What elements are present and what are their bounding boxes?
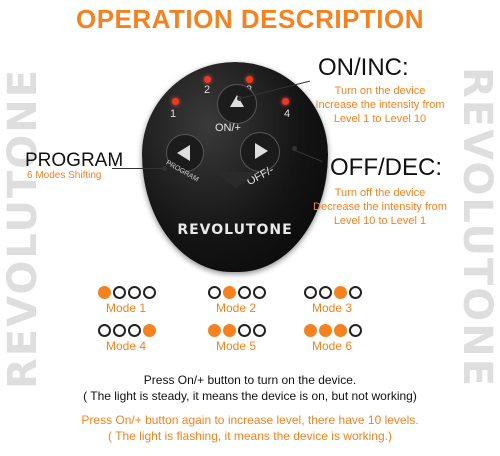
mode-5-label: Mode 5 bbox=[216, 339, 257, 353]
program-callout-dot bbox=[162, 166, 167, 171]
mode-5: Mode 5 bbox=[208, 324, 278, 353]
mode-2-label: Mode 2 bbox=[216, 301, 257, 315]
mode-1-label: Mode 1 bbox=[106, 301, 147, 315]
on-plus-button[interactable] bbox=[217, 84, 257, 124]
mode-6: Mode 6 bbox=[304, 324, 374, 353]
led-indicator-1 bbox=[172, 98, 179, 105]
instruction-line-3: Press On/+ button again to increase leve… bbox=[81, 413, 419, 427]
mode-4-label: Mode 4 bbox=[106, 339, 147, 353]
mode-light-4 bbox=[349, 324, 362, 337]
mode-light-2 bbox=[113, 324, 126, 337]
mode-light-2 bbox=[319, 324, 332, 337]
side-brand-right: REVOLUTONE bbox=[454, 67, 500, 389]
off-minus-button[interactable] bbox=[240, 132, 280, 172]
mode-1: Mode 1 bbox=[98, 286, 168, 315]
mode-light-1 bbox=[208, 324, 221, 337]
off-dec-description: Turn off the device Decrease the intensi… bbox=[300, 186, 460, 228]
mode-3: Mode 3 bbox=[304, 286, 374, 315]
mode-light-3 bbox=[334, 324, 347, 337]
mode-light-3 bbox=[238, 324, 251, 337]
program-callout-line bbox=[112, 168, 164, 169]
instruction-line-1: Press On/+ button to turn on the device. bbox=[143, 373, 357, 387]
mode-light-3 bbox=[128, 286, 141, 299]
mode-light-1 bbox=[304, 324, 317, 337]
off-dec-line-2: Decrease the intensity from bbox=[313, 201, 447, 213]
mode-6-lights bbox=[304, 324, 374, 337]
program-label: PROGRAM bbox=[25, 150, 124, 171]
mode-light-4 bbox=[253, 286, 266, 299]
on-plus-label: ON/+ bbox=[215, 122, 241, 134]
mode-3-lights bbox=[304, 286, 374, 299]
program-button[interactable] bbox=[166, 134, 204, 172]
mode-3-label: Mode 3 bbox=[312, 301, 353, 315]
left-arrow-icon bbox=[177, 145, 190, 161]
led-number-1: 1 bbox=[170, 108, 177, 120]
mode-light-1 bbox=[98, 324, 111, 337]
mode-4-lights bbox=[98, 324, 168, 337]
off-dec-line-3: Level 10 to Level 1 bbox=[333, 215, 427, 227]
instruction-line-4: ( The light is flashing, it means the de… bbox=[108, 429, 392, 443]
off-dec-line-1: Turn off the device bbox=[334, 187, 426, 199]
mode-light-3 bbox=[334, 286, 347, 299]
on-inc-description: Turn on the device Increase the intensit… bbox=[300, 84, 460, 126]
right-arrow-icon bbox=[255, 143, 268, 159]
mode-light-1 bbox=[98, 286, 111, 299]
mode-light-4 bbox=[143, 286, 156, 299]
mode-light-4 bbox=[349, 286, 362, 299]
off-callout-dot bbox=[292, 146, 297, 151]
led-indicator-3 bbox=[246, 76, 253, 83]
mode-light-2 bbox=[223, 286, 236, 299]
led-number-2: 2 bbox=[204, 84, 211, 96]
mode-2: Mode 2 bbox=[208, 286, 278, 315]
mode-light-4 bbox=[253, 324, 266, 337]
on-inc-line-1: Turn on the device bbox=[334, 85, 426, 97]
mode-5-lights bbox=[208, 324, 278, 337]
led-number-4: 4 bbox=[284, 108, 291, 120]
down-arrow-icon bbox=[214, 172, 258, 188]
mode-light-3 bbox=[238, 286, 251, 299]
mode-1-lights bbox=[98, 286, 168, 299]
mode-light-3 bbox=[128, 324, 141, 337]
off-dec-label: OFF/DEC: bbox=[330, 154, 442, 181]
mode-6-label: Mode 6 bbox=[312, 339, 353, 353]
instruction-line-2: ( The light is steady, it means the devi… bbox=[83, 389, 417, 403]
on-inc-line-2: Increase the intensity from bbox=[315, 99, 445, 111]
on-callout-dot bbox=[237, 96, 242, 101]
device-controller: 1 2 3 4 ON/+ PROGRAM OFF/- REVOLUTONE bbox=[142, 62, 328, 272]
on-inc-label: ON/INC: bbox=[318, 54, 409, 81]
mode-light-1 bbox=[304, 286, 317, 299]
led-indicator-4 bbox=[282, 98, 289, 105]
mode-light-1 bbox=[208, 286, 221, 299]
program-sublabel: 6 Modes Shifting bbox=[27, 170, 102, 181]
led-indicator-2 bbox=[204, 76, 211, 83]
mode-2-lights bbox=[208, 286, 278, 299]
mode-light-2 bbox=[223, 324, 236, 337]
mode-light-2 bbox=[319, 286, 332, 299]
mode-4: Mode 4 bbox=[98, 324, 168, 353]
page-title: OPERATION DESCRIPTION bbox=[75, 4, 425, 34]
mode-light-2 bbox=[113, 286, 126, 299]
device-brand-logo: REVOLUTONE bbox=[177, 222, 293, 238]
mode-light-4 bbox=[143, 324, 156, 337]
on-inc-line-3: Level 1 to Level 10 bbox=[333, 113, 427, 125]
